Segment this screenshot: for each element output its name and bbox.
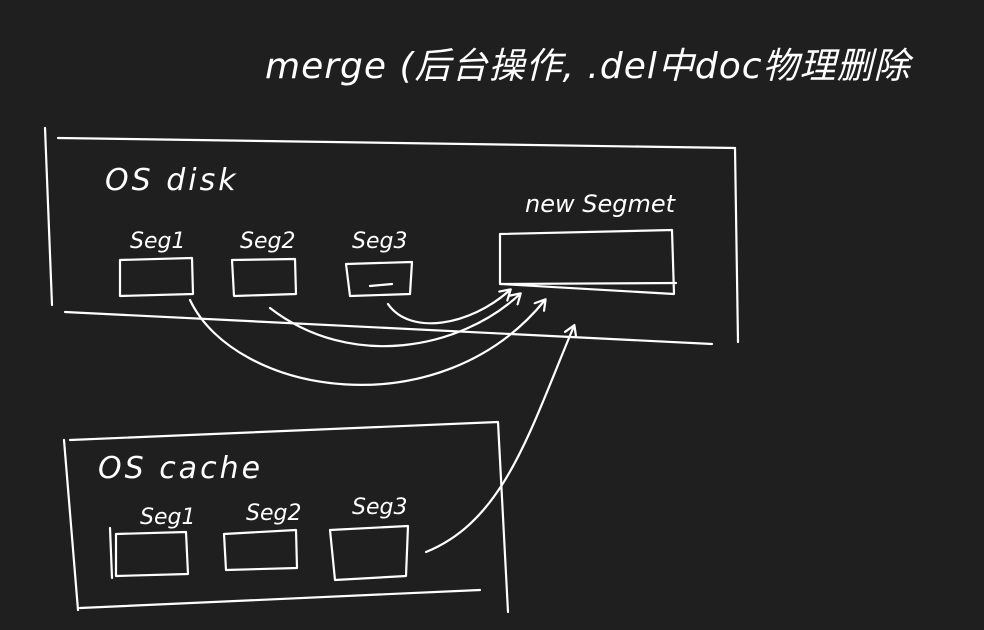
cache-seg1-label: Seg1 (140, 505, 195, 530)
cache-seg2-rect (222, 528, 299, 572)
os-cache-border (62, 420, 510, 614)
disk-seg2-rect (230, 257, 298, 298)
disk-seg2-label: Seg2 (240, 229, 295, 254)
cache-to-new-segment-arrow (424, 326, 574, 554)
cache-segment-3: Seg3 (328, 495, 410, 582)
new-segment: new Segmet (498, 190, 678, 296)
disk-seg3-label: Seg3 (352, 229, 407, 254)
cache-seg2-label: Seg2 (246, 501, 301, 526)
os-cache-label: OS cache (98, 451, 263, 486)
disk-seg3-rect (344, 260, 414, 298)
merge-arrow-seg1 (188, 300, 545, 386)
cache-segment-2: Seg2 (222, 501, 301, 572)
cache-seg3-rect (328, 524, 410, 582)
merge-arrow-seg2 (268, 294, 520, 348)
cache-segment-1: Seg1 (108, 505, 195, 580)
cache-seg1-rect (108, 526, 190, 580)
os-disk-border (43, 126, 740, 346)
disk-segment-2: Seg2 (230, 229, 298, 298)
cache-seg3-label: Seg3 (352, 495, 407, 520)
disk-segment-3: Seg3 (344, 229, 414, 298)
disk-segment-1: Seg1 (118, 229, 195, 298)
new-segment-label: new Segmet (525, 190, 677, 218)
merge-arrow-seg3 (386, 290, 510, 325)
os-disk-box: OS disk Seg1 Seg2 Seg3 new Segmet (43, 126, 740, 346)
disk-seg1-label: Seg1 (130, 229, 185, 254)
disk-seg1-rect (118, 256, 195, 298)
os-disk-label: OS disk (105, 163, 239, 198)
new-segment-rect (498, 228, 678, 296)
os-cache-box: OS cache Seg1 Seg2 Seg3 (62, 420, 510, 614)
page-title: merge (后台操作, .del中doc物理删除 (265, 46, 915, 87)
